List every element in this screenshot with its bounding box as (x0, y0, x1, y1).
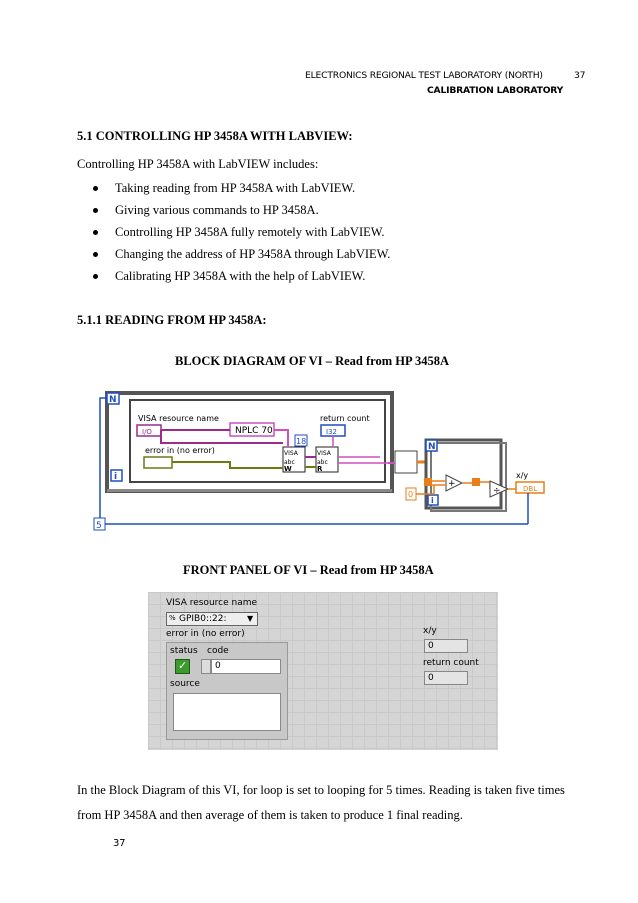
error-in-label: error in (no error) (145, 446, 215, 455)
front-panel: VISA resource name % GPIB0::22: ▼ error … (148, 592, 498, 750)
status-check-icon[interactable]: ✓ (175, 659, 190, 674)
svg-text:I/O: I/O (142, 428, 152, 436)
fp-return-count-label: return count (423, 658, 479, 668)
string-to-number-node (394, 450, 418, 474)
header-lab-name: ELECTRONICS REGIONAL TEST LABORATORY (NO… (305, 70, 543, 81)
visa-read-node (315, 446, 339, 473)
divide-node (489, 480, 510, 498)
status-label: status (170, 646, 198, 656)
svg-text:+: + (448, 479, 456, 489)
svg-text:VISA: VISA (284, 450, 299, 457)
svg-text:÷: ÷ (493, 486, 501, 496)
subsection-title: 5.1.1 READING FROM HP 3458A: (77, 313, 267, 327)
block-diagram: VISA resource name I/O NPLC 70 return co… (90, 385, 546, 535)
svg-text:R: R (317, 465, 323, 473)
error-in-control (143, 456, 173, 469)
svg-text:NPLC 70: NPLC 70 (235, 426, 273, 436)
header-subtitle: CALIBRATION LABORATORY (427, 85, 564, 96)
error-cluster: status code ✓ 0 source (166, 642, 288, 740)
body-paragraph: In the Block Diagram of this VI, for loo… (77, 783, 565, 822)
fp-visa-label: VISA resource name (166, 598, 258, 608)
block-diagram-svg: VISA resource name I/O NPLC 70 return co… (93, 391, 545, 531)
loop-iteration-terminal (110, 469, 123, 482)
visa-write-node (282, 446, 306, 473)
add-node (445, 474, 464, 492)
second-loop-count (425, 439, 438, 452)
svg-text:I32: I32 (326, 428, 337, 436)
xy-label: x/y (516, 471, 528, 480)
svg-text:VISA: VISA (317, 450, 332, 457)
visa-resource-label: VISA resource name (138, 414, 219, 423)
svg-text:18: 18 (296, 437, 306, 446)
second-for-loop (424, 438, 503, 510)
source-textbox[interactable] (173, 693, 281, 731)
svg-text:abc: abc (317, 459, 328, 466)
svg-text:i: i (114, 472, 117, 482)
dropdown-arrow-icon[interactable]: ▼ (247, 614, 254, 623)
return-count-label: return count (320, 414, 370, 423)
svg-text:W: W (284, 465, 292, 473)
block-diagram-caption: BLOCK DIAGRAM OF VI – Read from HP 3458A (175, 354, 450, 368)
svg-text:N: N (109, 395, 117, 405)
code-input[interactable]: 0 (211, 659, 281, 674)
svg-text:abc: abc (284, 459, 295, 466)
front-panel-caption: FRONT PANEL OF VI – Read from HP 3458A (183, 563, 434, 577)
fp-xy-label: x/y (423, 626, 437, 636)
svg-text:5: 5 (96, 521, 102, 531)
code-label: code (207, 646, 229, 656)
fp-error-label: error in (no error) (166, 629, 245, 639)
xy-indicator-display: 0 (424, 639, 468, 653)
source-label: source (170, 679, 200, 689)
header-page-number: 37 (574, 70, 586, 81)
section-title: 5.1 CONTROLLING HP 3458A WITH LABVIEW: (77, 129, 353, 143)
return-count-display: 0 (424, 671, 468, 685)
footer-page-number: 37 (113, 838, 126, 849)
svg-text:DBL: DBL (523, 485, 537, 493)
svg-text:0: 0 (408, 490, 413, 499)
visa-resource-select[interactable]: % GPIB0::22: ▼ (166, 612, 258, 626)
inner-frame (129, 399, 386, 483)
intro-text: Controlling HP 3458A with LabVIEW includ… (77, 157, 319, 171)
code-stepper[interactable] (201, 659, 211, 674)
xy-indicator (515, 481, 545, 494)
svg-text:N: N (428, 442, 436, 452)
svg-text:i: i (431, 496, 434, 505)
